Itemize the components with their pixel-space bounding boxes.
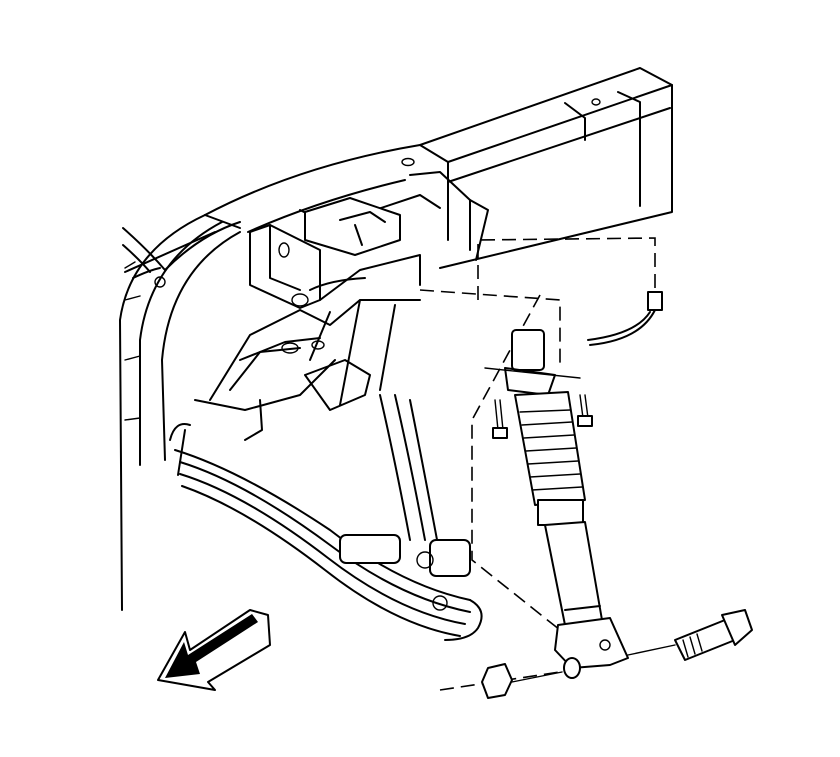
- frame-rail: [204, 67, 673, 269]
- direction-arrow-icon: [157, 609, 271, 691]
- shock-absorber: [419, 289, 629, 669]
- lower-mount-nut: [481, 657, 581, 699]
- upper-mount-bolts: [484, 367, 593, 439]
- shock-mount-bracket: [194, 197, 421, 441]
- leaf-spring: [169, 394, 483, 641]
- brake-line: [477, 237, 663, 346]
- wheel-well: [119, 214, 241, 611]
- lower-mount-bolt: [439, 609, 753, 691]
